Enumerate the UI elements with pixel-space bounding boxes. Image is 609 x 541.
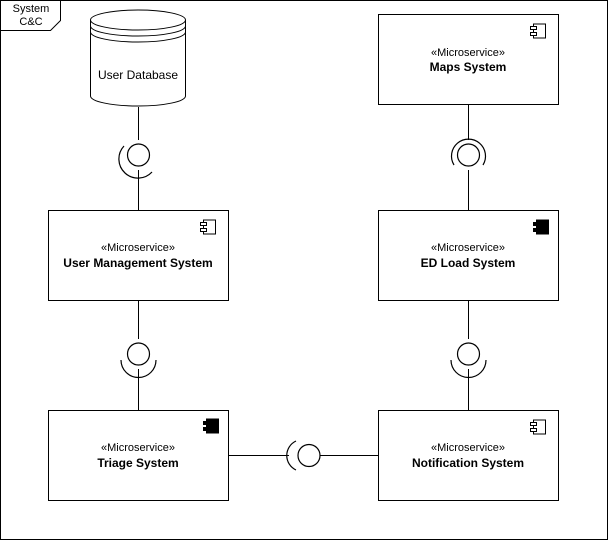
connectors	[138, 104, 469, 456]
provided-interface-circle	[297, 443, 321, 468]
frame-label-line1: System	[13, 3, 50, 15]
interface-db-usermgmt	[118, 143, 153, 179]
component-stereotype: «Microservice»	[431, 242, 505, 254]
required-interface-socket	[120, 359, 157, 379]
component-maps-system[interactable]: «Microservice» Maps System	[378, 14, 559, 105]
interface-edload-notification	[450, 342, 487, 379]
component-box	[378, 410, 559, 501]
component-stereotype: «Microservice»	[431, 442, 505, 454]
frame-label-line2: C&C	[19, 16, 42, 28]
frame-label-tab	[0, 0, 61, 31]
component-stereotype: «Microservice»	[101, 242, 175, 254]
interface-triage-notification	[286, 440, 321, 471]
provided-interface-circle	[126, 143, 151, 167]
component-triage-system[interactable]: «Microservice» Triage System	[48, 410, 229, 501]
interface-maps-edload	[450, 138, 487, 167]
component-box	[48, 410, 229, 501]
database-label: User Database	[98, 68, 178, 82]
component-stereotype: «Microservice»	[101, 442, 175, 454]
provided-interface-circle	[456, 143, 481, 167]
component-name: User Management System	[63, 256, 212, 270]
required-interface-socket	[286, 440, 297, 471]
interface-usermgmt-triage	[120, 342, 157, 379]
database-body	[90, 20, 186, 107]
component-notification-system[interactable]: «Microservice» Notification System	[378, 410, 559, 501]
component-stereotype: «Microservice»	[431, 47, 505, 59]
component-name: Notification System	[412, 456, 524, 470]
component-box	[378, 14, 559, 105]
required-interface-socket	[450, 138, 487, 166]
database-ring-2	[90, 31, 186, 43]
component-name: Triage System	[97, 456, 178, 470]
database-ring-1	[90, 25, 186, 37]
provided-interface-circle	[126, 342, 151, 366]
provided-interface-circle	[456, 342, 481, 366]
required-interface-socket	[450, 359, 487, 379]
component-name: ED Load System	[421, 256, 516, 270]
user-database[interactable]: User Database	[90, 9, 186, 107]
component-name: Maps System	[430, 60, 507, 74]
component-box	[48, 210, 229, 301]
component-ed-load-system[interactable]: «Microservice» ED Load System	[378, 210, 559, 301]
database-top	[90, 9, 186, 31]
required-interface-socket	[118, 145, 153, 179]
component-box	[378, 210, 559, 301]
component-user-management-system[interactable]: «Microservice» User Management System	[48, 210, 229, 301]
